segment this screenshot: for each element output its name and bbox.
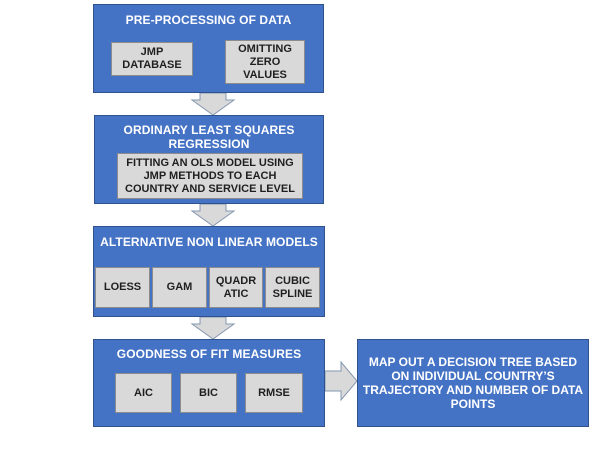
arrow-down-3 [190,316,236,340]
goodness-of-fit-title: GOODNESS OF FIT MEASURES [116,347,302,361]
jmp-database-box: JMP DATABASE [111,42,193,76]
model-label-cubic-spline: CUBIC SPLINE [272,274,313,300]
decision-tree-box: MAP OUT A DECISION TREE BASED ON INDIVID… [357,339,589,427]
ols-fitting-label: FITTING AN OLS MODEL USING JMP METHODS T… [125,156,295,195]
model-box-cubic-spline: CUBIC SPLINE [265,267,320,308]
model-label-loess: LOESS [103,281,142,293]
measure-box-aic: AIC [115,373,172,413]
arrow-down-2 [190,203,236,227]
model-label-gam: GAM [166,281,193,293]
model-box-quadratic: QUADR ATIC [209,267,263,308]
measure-box-bic: BIC [180,373,237,413]
decision-tree-label: MAP OUT A DECISION TREE BASED ON INDIVID… [362,355,584,411]
model-box-loess: LOESS [95,267,150,308]
omitting-zero-values-box: OMITTING ZERO VALUES [225,40,305,84]
model-box-gam: GAM [152,267,207,308]
ols-fitting-box: FITTING AN OLS MODEL USING JMP METHODS T… [117,153,303,199]
nonlinear-models-title: ALTERNATIVE NON LINEAR MODELS [100,235,318,249]
arrow-right-outcome [324,360,358,402]
omitting-zero-values-label: OMITTING ZERO VALUES [238,42,292,81]
arrow-down-1 [190,92,236,116]
measure-box-rmse: RMSE [245,373,303,413]
measure-label-aic: AIC [134,386,153,399]
model-label-quadratic: QUADR ATIC [215,274,257,300]
measure-label-bic: BIC [199,386,218,399]
preprocessing-title: PRE-PROCESSING OF DATA [125,13,292,27]
measure-label-rmse: RMSE [258,386,290,399]
jmp-database-label: JMP DATABASE [122,46,182,71]
ols-title: ORDINARY LEAST SQUARES REGRESSION [123,123,295,151]
